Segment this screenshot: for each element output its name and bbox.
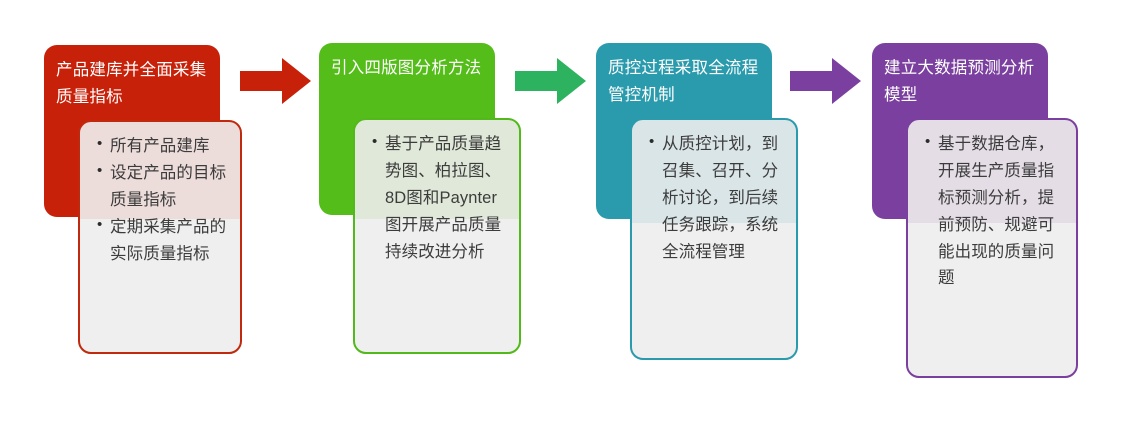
step-3-bullet-list: 从质控计划，到召集、召开、分析讨论，到后续任务跟踪，系统全流程管理 <box>632 120 796 273</box>
process-step-3[interactable]: 质控过程采取全流程管控机制 从质控计划，到召集、召开、分析讨论，到后续任务跟踪，… <box>552 0 812 438</box>
step-2-body-card[interactable]: 基于产品质量趋势图、柏拉图、8D图和Paynter图开展产品质量持续改进分析 <box>353 118 521 354</box>
arrow-step2-to-step3 <box>515 58 587 104</box>
step-4-bullet-list: 基于数据仓库，开展生产质量指标预测分析，提前预防、规避可能出现的质量问题 <box>908 120 1076 300</box>
step-1-header-label: 产品建库并全面采集质量指标 <box>56 61 207 106</box>
step-4-header-label: 建立大数据预测分析模型 <box>884 59 1035 104</box>
process-step-4[interactable]: 建立大数据预测分析模型 基于数据仓库，开展生产质量指标预测分析，提前预防、规避可… <box>828 0 1088 438</box>
step-3-header-label: 质控过程采取全流程管控机制 <box>608 59 759 104</box>
list-item: 基于产品质量趋势图、柏拉图、8D图和Paynter图开展产品质量持续改进分析 <box>372 130 511 265</box>
list-item: 从质控计划，到召集、召开、分析讨论，到后续任务跟踪，系统全流程管理 <box>649 130 788 265</box>
list-item: 基于数据仓库，开展生产质量指标预测分析，提前预防、规避可能出现的质量问题 <box>925 130 1068 292</box>
step-1-bullet-list: 所有产品建库 设定产品的目标质量指标 定期采集产品的实际质量指标 <box>80 122 240 275</box>
step-2-header-label: 引入四版图分析方法 <box>331 59 482 77</box>
step-1-body-card[interactable]: 所有产品建库 设定产品的目标质量指标 定期采集产品的实际质量指标 <box>78 120 242 354</box>
arrow-step1-to-step2 <box>240 58 312 104</box>
list-item: 设定产品的目标质量指标 <box>97 159 232 214</box>
step-4-body-card[interactable]: 基于数据仓库，开展生产质量指标预测分析，提前预防、规避可能出现的质量问题 <box>906 118 1078 378</box>
process-step-2[interactable]: 引入四版图分析方法 基于产品质量趋势图、柏拉图、8D图和Paynter图开展产品… <box>275 0 535 438</box>
process-step-1[interactable]: 产品建库并全面采集质量指标 所有产品建库 设定产品的目标质量指标 定期采集产品的… <box>0 0 260 438</box>
arrow-step3-to-step4 <box>790 58 862 104</box>
step-3-body-card[interactable]: 从质控计划，到召集、召开、分析讨论，到后续任务跟踪，系统全流程管理 <box>630 118 798 360</box>
step-2-bullet-list: 基于产品质量趋势图、柏拉图、8D图和Paynter图开展产品质量持续改进分析 <box>355 120 519 273</box>
list-item: 定期采集产品的实际质量指标 <box>97 213 232 268</box>
list-item: 所有产品建库 <box>97 132 232 160</box>
